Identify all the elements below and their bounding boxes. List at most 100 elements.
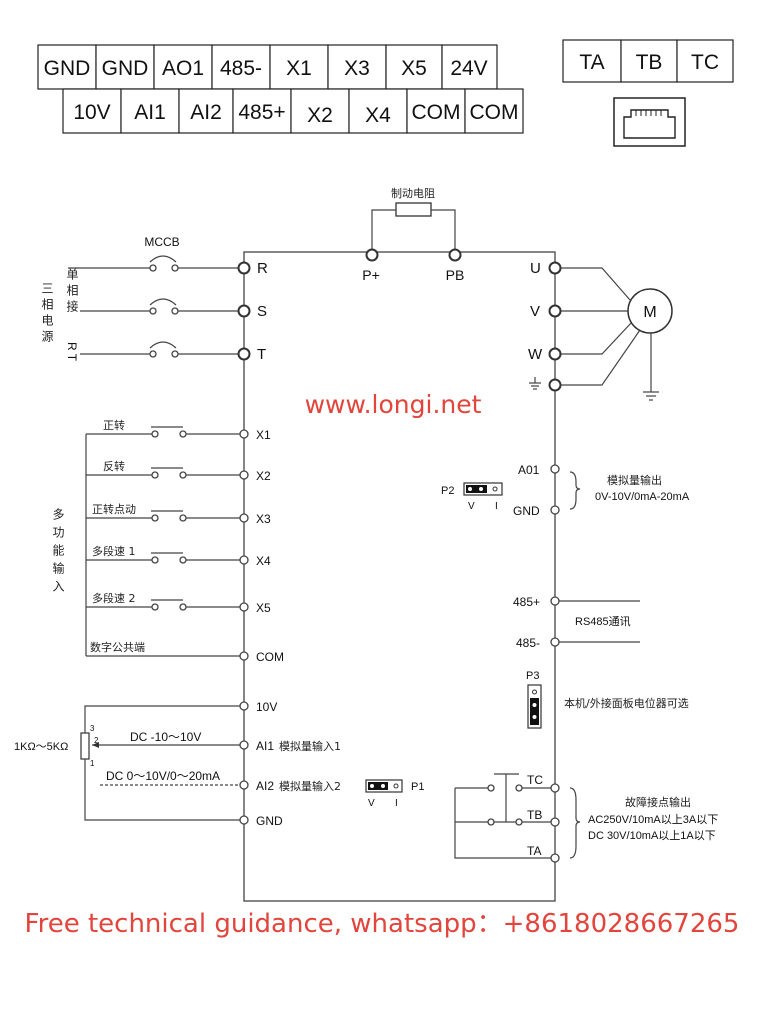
terminal-p-plus: [365, 248, 379, 262]
relay-dc: DC 30V/10mA以上1A以下: [588, 829, 716, 842]
inverter-box: [243, 251, 556, 902]
tb-top-1: GND: [44, 57, 91, 80]
label-ta: TA: [527, 844, 541, 858]
label-ai1-desc: 模拟量输入1: [279, 739, 341, 753]
jumper-p3: P3 本机/外接面板电位器可选: [526, 670, 689, 729]
tb-bottom-7: COM: [412, 101, 461, 124]
three-phase-label: 三相电源: [40, 282, 54, 346]
label-485-minus: 485-: [516, 636, 540, 650]
label-10v: 10V: [256, 700, 277, 714]
tb-top-8: 24V: [450, 57, 487, 80]
label-gnd-out: GND: [513, 504, 540, 518]
input-x3-name: 正转点动: [92, 502, 136, 516]
motor-label: M: [643, 304, 656, 321]
common-label: 数字公共端: [90, 640, 145, 654]
terminal-u: [548, 261, 562, 275]
pot-pin-3: 3: [90, 724, 95, 733]
tb-bottom-3: AI2: [190, 101, 222, 124]
terminal-ai2: [239, 780, 249, 790]
p2-v: V: [468, 501, 475, 512]
terminal-w: [548, 347, 562, 361]
label-tb: TB: [527, 808, 542, 822]
input-x3-terminal: X3: [256, 512, 271, 526]
terminal-u-label: U: [530, 260, 541, 277]
terminal-pe: [548, 378, 562, 392]
p1-label: P1: [411, 781, 424, 793]
terminal-block: GND GND AO1 485- X1 X3 X5 24V 10V AI1 AI…: [37, 39, 734, 147]
terminal-x5: [239, 602, 249, 612]
dc2-label: DC 0～10V/0～20mA: [106, 769, 220, 783]
ground-icon: [529, 377, 541, 390]
jumper-p1: [365, 779, 403, 793]
jumper-p2: [463, 482, 503, 496]
potentiometer: [80, 732, 90, 760]
single-phase-label: 单相接: [65, 268, 79, 316]
terminal-t-label: T: [257, 346, 266, 363]
tb-bottom-6: X4: [365, 104, 391, 127]
label-ai2: AI2: [256, 779, 274, 793]
mccb-label: MCCB: [144, 235, 179, 249]
multi-function-label: 多功能输入: [51, 508, 65, 598]
analog-output: A01 GND 模拟量输出 0V-10V/0mA-20mA P2 V I: [441, 463, 690, 518]
pot-label: 1KΩ～5KΩ: [14, 741, 68, 753]
terminal-s: [237, 304, 251, 318]
ao-range: 0V-10V/0mA-20mA: [595, 491, 690, 503]
tb-bottom-2: AI1: [134, 101, 166, 124]
rs485: 485+ 485- RS485通讯: [513, 595, 640, 650]
p3-desc: 本机/外接面板电位器可选: [564, 696, 689, 710]
terminal-ta: [550, 853, 560, 863]
tb-bottom-1: 10V: [73, 101, 110, 124]
label-gnd-in: GND: [256, 814, 283, 828]
input-x5-terminal: X5: [256, 601, 271, 615]
label-ai1: AI1: [256, 739, 274, 753]
footer-contact: Free technical guidance, whatsapp：+86180…: [25, 909, 740, 939]
watermark-url: www.longi.net: [305, 390, 482, 419]
tb-bottom-5: X2: [307, 104, 333, 127]
terminal-x1: [239, 429, 249, 439]
terminal-gnd-out: [550, 505, 560, 515]
power-input: MCCB R S T 三相电源 单相接 R T: [40, 235, 268, 363]
label-485-plus: 485+: [513, 595, 540, 609]
tb-relay-2: TB: [636, 51, 663, 74]
label-a01: A01: [518, 463, 540, 477]
p3-label: P3: [526, 670, 539, 682]
tb-top-5: X1: [286, 57, 312, 80]
pb-label: PB: [446, 267, 465, 283]
p-plus-label: P+: [362, 267, 380, 283]
terminal-x2: [239, 470, 249, 480]
p1-i: I: [395, 798, 398, 809]
terminal-r-label: R: [257, 260, 268, 277]
p1-v: V: [368, 798, 375, 809]
input-x5-name: 多段速 2: [92, 591, 136, 605]
terminal-com: [239, 651, 249, 661]
terminal-x4: [239, 555, 249, 565]
dc1-label: DC -10～10V: [130, 730, 201, 744]
p2-i: I: [495, 501, 498, 512]
relay-ac: AC250V/10mA以上3A以下: [588, 813, 718, 826]
terminal-tb: [550, 817, 560, 827]
relay-output: TC TB TA 故障接点输出 AC250V/10mA以上3A以下 DC 30V…: [454, 773, 718, 863]
braking-resistor-label: 制动电阻: [391, 187, 435, 200]
pot-pin-1: 1: [90, 759, 95, 768]
tb-top-3: AO1: [162, 57, 204, 80]
terminal-tc: [550, 783, 560, 793]
analog-inputs: 1KΩ～5KΩ 3 2 1 10V AI1 模拟量输入1 AI2 模拟量输入2 …: [14, 700, 424, 828]
tb-relay-3: TC: [691, 51, 719, 74]
terminal-485-minus: [550, 637, 560, 647]
tb-bottom-4: 485+: [238, 101, 285, 124]
tb-bottom-8: COM: [470, 101, 519, 124]
terminal-485-plus: [550, 596, 560, 606]
rj45-port-icon: [613, 97, 686, 147]
input-x2-terminal: X2: [256, 469, 271, 483]
terminal-v-label: V: [530, 303, 540, 320]
label-ai2-desc: 模拟量输入2: [279, 779, 341, 793]
input-x2-name: 反转: [103, 459, 125, 473]
terminal-gnd-in: [239, 815, 249, 825]
terminal-pb: [448, 248, 462, 262]
input-x1-terminal: X1: [256, 428, 271, 442]
terminal-s-label: S: [257, 303, 267, 320]
label-tc: TC: [527, 773, 543, 787]
terminal-a01: [550, 464, 560, 474]
terminal-w-label: W: [528, 346, 543, 363]
